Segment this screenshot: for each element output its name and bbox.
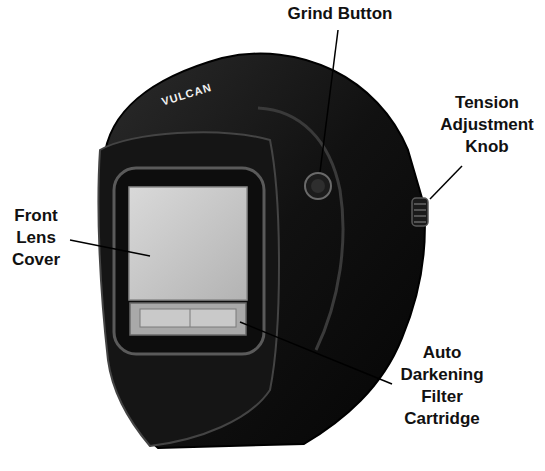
cartridge-detail — [190, 309, 191, 327]
grind-button — [305, 173, 331, 199]
part-label: Auto Darkening Filter Cartridge — [392, 342, 492, 430]
part-label: Tension Adjustment Knob — [434, 92, 540, 158]
tension-knob — [412, 198, 428, 226]
face-plate — [98, 132, 279, 446]
leader-line — [70, 240, 150, 256]
part-label: Grind Button — [280, 3, 400, 25]
leader-line — [320, 30, 338, 172]
lens-cover — [129, 187, 247, 300]
grind-button-cap — [311, 179, 325, 193]
leader-line — [430, 166, 462, 199]
part-label: Front Lens Cover — [4, 205, 68, 271]
leader-line — [240, 322, 392, 384]
cartridge-window — [140, 309, 236, 327]
window-frame — [114, 168, 264, 354]
filter-cartridge — [130, 303, 246, 335]
